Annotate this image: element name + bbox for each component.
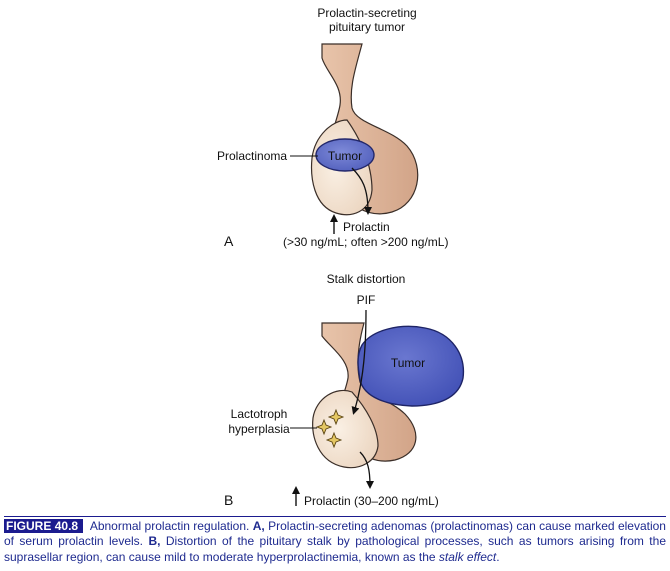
panel-a-title-line2: pituitary tumor (329, 20, 405, 34)
prolactin-secretion-arrow-a (351, 167, 372, 215)
caption-italic-term: stalk effect (438, 549, 497, 564)
panel-letter-b: B (224, 492, 233, 508)
caption-divider (4, 516, 666, 517)
suprasellar-tumor-b (357, 325, 465, 407)
pituitary-diagram: Prolactin-secreting pituitary tumor Tumo… (217, 6, 465, 508)
pif-label: PIF (357, 293, 376, 307)
lactotroph-label-line2: hyperplasia (228, 422, 290, 436)
caption-text-1: Abnormal prolactin regulation. (89, 519, 250, 533)
anterior-pituitary-b (312, 389, 379, 469)
prolactin-up-arrowhead-b (292, 486, 300, 494)
prolactinoma-label: Prolactinoma (217, 149, 287, 163)
tumor-a-label: Tumor (328, 149, 362, 163)
panel-a-title-line1: Prolactin-secreting (317, 6, 416, 20)
prolactin-label-b: Prolactin (30–200 ng/mL) (304, 494, 439, 508)
tumor-a (315, 138, 375, 172)
caption-marker-b: B, (148, 534, 161, 549)
panel-b: Stalk distortion PIF Tumor Lactotroph hy… (224, 272, 465, 508)
panel-letter-a: A (224, 233, 234, 249)
pif-arrow (351, 309, 367, 415)
lactotroph-cell-3 (325, 431, 343, 449)
caption-text-3: Distortion of the pituitary stalk by pat… (4, 534, 666, 564)
figure-label: FIGURE 40.8 (4, 519, 84, 533)
caption-marker-a: A, (252, 519, 265, 533)
panel-a: Prolactin-secreting pituitary tumor Tumo… (217, 6, 448, 249)
lactotroph-cell-2 (315, 418, 333, 436)
prolactin-up-arrowhead-a (330, 214, 338, 222)
caption-text-2: Prolactin-secreting adenomas (prolactino… (4, 519, 666, 549)
prolactin-label-a: Prolactin (343, 220, 390, 234)
figure-caption: FIGURE 40.8 Abnormal prolactin regulatio… (4, 519, 666, 565)
prolactin-secretion-arrow-b (359, 451, 374, 489)
prolactin-range-a: (>30 ng/mL; often >200 ng/mL) (283, 235, 448, 249)
tumor-b-label: Tumor (391, 356, 425, 370)
caption-text-end: . (496, 549, 500, 564)
lactotroph-cell-1 (327, 408, 345, 426)
lactotroph-label-line1: Lactotroph (231, 407, 288, 421)
lactotroph-cells (315, 408, 345, 449)
panel-b-title: Stalk distortion (327, 272, 406, 286)
